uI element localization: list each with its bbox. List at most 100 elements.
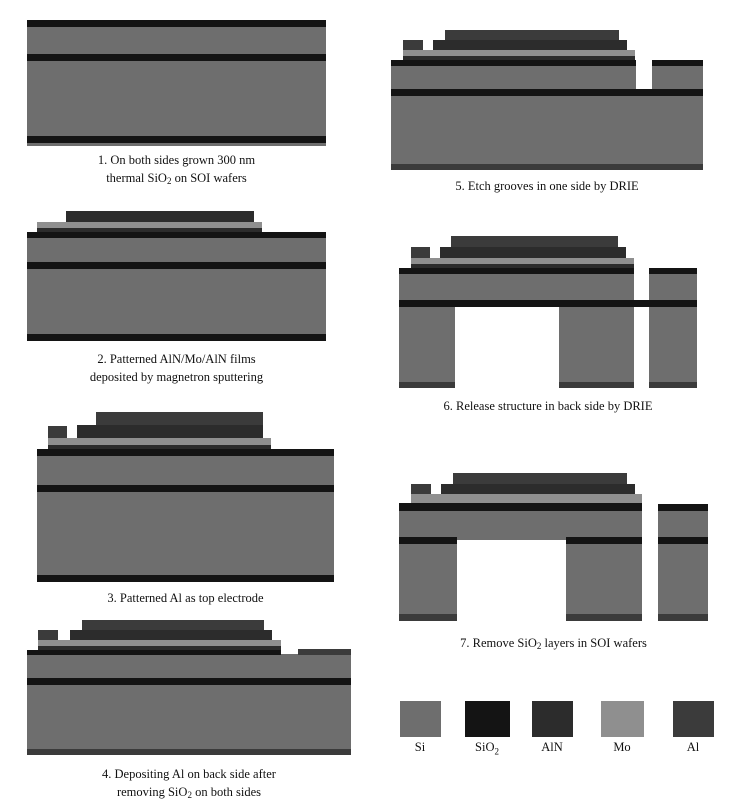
sio2-layer: [399, 300, 697, 307]
al-electrode: [403, 40, 423, 50]
si-layer: [649, 270, 697, 302]
sio2-layer: [391, 89, 703, 96]
si-pillar: [399, 544, 457, 621]
mo-film: [411, 494, 642, 503]
al-electrode: [445, 30, 619, 40]
sio2-layer: [652, 60, 703, 66]
step-6-caption: 6. Release structure in back side by DRI…: [443, 399, 653, 413]
si-layer: [399, 270, 634, 302]
legend-label-al: Al: [686, 740, 700, 754]
sio2-layer: [399, 503, 642, 511]
si-layer: [37, 449, 334, 582]
mo-film: [48, 438, 271, 445]
legend-label-si: Si: [414, 740, 426, 754]
legend-label-aln: AlN: [541, 740, 563, 754]
sio2-layer: [27, 650, 281, 655]
aln-bottom-film: [48, 445, 271, 449]
si-pillar: [566, 544, 642, 621]
legend-label-sio2: SiO2: [475, 740, 499, 757]
al-electrode: [411, 247, 430, 258]
sio2-layer: [27, 334, 326, 341]
al-backside-layer: [658, 614, 708, 621]
aln-bottom-film: [37, 228, 262, 232]
sio2-layer: [27, 136, 326, 143]
al-backside-layer: [559, 382, 634, 388]
al-electrode: [38, 630, 58, 640]
step-7-cross-section: [399, 473, 708, 621]
legend-swatch-aln: [532, 701, 573, 737]
aln-bottom-film: [411, 264, 634, 268]
step-1-cross-section: [27, 20, 326, 146]
mo-film: [403, 50, 635, 56]
al-backside-layer: [391, 164, 703, 170]
step-6-cross-section: [399, 236, 697, 388]
step-5-cross-section: [391, 30, 703, 170]
al-backside-layer: [399, 382, 455, 388]
legend-swatch-si: [400, 701, 441, 737]
al-backside-layer: [399, 614, 457, 621]
legend-swatch-sio2: [465, 701, 510, 737]
step-3-caption: 3. Patterned Al as top electrode: [107, 591, 264, 605]
legend-label-mo: Mo: [613, 740, 631, 754]
sio2-layer: [649, 268, 697, 274]
al-backside-layer: [27, 749, 351, 755]
aln-top-film: [77, 425, 263, 438]
sio2-layer: [566, 537, 642, 544]
step-3-cross-section: [37, 412, 334, 582]
si-layer: [27, 20, 326, 146]
sio2-layer: [658, 537, 708, 544]
sio2-layer: [37, 575, 334, 582]
si-pillar: [658, 544, 708, 621]
legend: [400, 701, 714, 737]
sio2-layer: [37, 485, 334, 492]
aln-top-film: [70, 630, 272, 640]
mo-film: [38, 640, 281, 646]
aln-bottom-film: [38, 646, 281, 650]
si-layer: [399, 508, 642, 540]
step-2-cross-section: [27, 211, 326, 341]
step-2-caption: 2. Patterned AlN/Mo/AlN films deposited …: [89, 352, 264, 384]
step-7-caption: 7. Remove SiO2 layers in SOI wafers: [460, 636, 647, 651]
sio2-layer: [399, 268, 634, 274]
step-1-caption: 1. On both sides grown 300 nm thermal Si…: [97, 153, 256, 186]
step-4-cross-section: [27, 620, 351, 755]
al-backside-layer: [566, 614, 642, 621]
sio2-layer: [27, 54, 326, 61]
al-electrode: [48, 426, 67, 438]
sio2-layer: [27, 678, 351, 685]
sio2-layer: [658, 504, 708, 511]
si-layer: [27, 232, 326, 340]
si-layer: [652, 62, 703, 92]
step-5-caption: 5. Etch grooves in one side by DRIE: [455, 179, 639, 193]
si-pillar: [399, 307, 455, 388]
sio2-layer: [27, 20, 326, 27]
step-4-caption: 4. Depositing Al on back side after remo…: [102, 767, 276, 800]
si-layer: [391, 62, 636, 92]
si-layer: [391, 92, 703, 170]
si-layer: [27, 654, 351, 755]
mo-film: [411, 258, 634, 264]
si-pillar: [559, 307, 634, 388]
mo-film: [37, 222, 262, 228]
si-pillar: [649, 307, 697, 388]
al-electrode: [96, 412, 263, 425]
al-electrode: [453, 473, 627, 484]
al-backside-layer: [649, 382, 697, 388]
aln-top-film: [66, 211, 254, 222]
al-electrode: [82, 620, 264, 630]
al-electrode: [451, 236, 618, 247]
aln-top-film: [441, 484, 635, 494]
aln-top-film: [433, 40, 627, 50]
aln-top-film: [440, 247, 626, 258]
sio2-layer: [27, 232, 326, 238]
sio2-layer: [399, 537, 457, 544]
legend-swatch-mo: [601, 701, 644, 737]
al-electrode: [411, 484, 431, 494]
al-pad: [298, 649, 351, 655]
sio2-layer: [391, 60, 636, 66]
legend-swatch-al: [673, 701, 714, 737]
aln-bottom-film: [403, 56, 635, 60]
sio2-layer: [37, 449, 334, 456]
si-layer: [658, 508, 708, 540]
